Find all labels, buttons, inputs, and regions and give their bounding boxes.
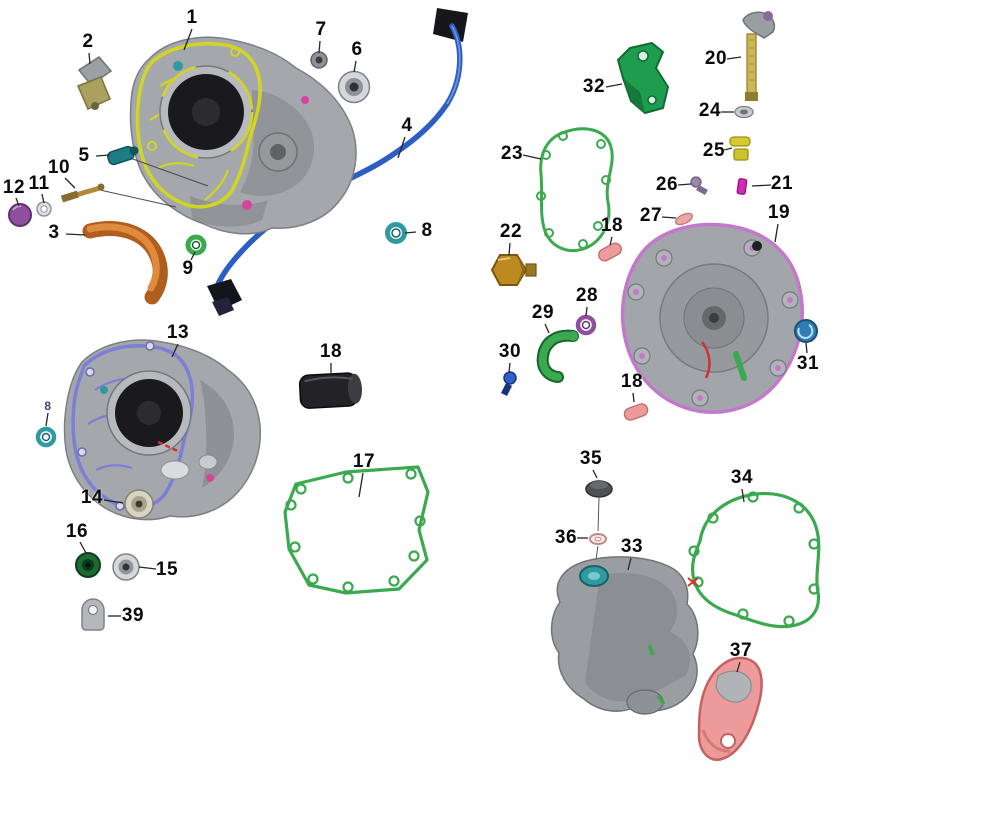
callout-line-17-14 bbox=[358, 472, 364, 498]
part-19-clutch-cover bbox=[620, 222, 804, 414]
callout-line-31-33 bbox=[805, 342, 808, 354]
part-2-sensor bbox=[77, 56, 113, 110]
callout-line-30-34 bbox=[508, 362, 511, 373]
part-8-oring-teal-left bbox=[35, 426, 57, 448]
callout-leader-lines bbox=[15, 28, 808, 673]
callout-line-33-38 bbox=[627, 557, 632, 571]
part-33-side-cover bbox=[550, 556, 699, 715]
callout-line-5-5 bbox=[95, 154, 111, 157]
callout-line-25-23 bbox=[723, 147, 733, 151]
callout-line-35-36 bbox=[592, 469, 598, 479]
part-23-gasket bbox=[536, 127, 614, 253]
part-36-gasket-washer bbox=[589, 533, 607, 545]
part-18-dowel-pink-upper bbox=[598, 242, 622, 262]
callout-line-18-35 bbox=[632, 392, 635, 403]
part-18-dowel-pink-lower bbox=[623, 403, 649, 421]
callout-line-12-8 bbox=[15, 197, 20, 207]
part-3-guide-tube bbox=[82, 221, 168, 305]
part-16-seal-green bbox=[75, 552, 101, 578]
part-9-oring-green bbox=[185, 234, 207, 256]
callout-line-9-10 bbox=[190, 251, 196, 261]
callout-line-20-21 bbox=[726, 56, 742, 60]
part-27-pin-pink bbox=[674, 212, 694, 226]
part-39-bracket-clip bbox=[81, 598, 105, 631]
callout-line-21-26 bbox=[751, 184, 772, 187]
part-12-cap bbox=[8, 203, 32, 227]
callout-line-2-1 bbox=[88, 52, 91, 65]
part-29-lever-green bbox=[536, 329, 579, 383]
part-32-bracket-green bbox=[617, 42, 669, 114]
part-25-spring-collar bbox=[729, 136, 751, 161]
part-13-right-crankcase-half bbox=[63, 339, 262, 521]
part-11-washer bbox=[36, 201, 52, 217]
part-28-oring-purple bbox=[575, 314, 597, 336]
callout-line-22-30 bbox=[508, 242, 511, 256]
callout-line-6-3 bbox=[353, 60, 357, 73]
callout-line-10-6 bbox=[64, 177, 76, 189]
part-7-washer-nut bbox=[310, 51, 328, 69]
callout-line-4-4 bbox=[397, 136, 406, 159]
callout-line-16-17 bbox=[79, 541, 87, 554]
callout-line-1-0 bbox=[183, 28, 193, 51]
part-34-gasket bbox=[687, 491, 821, 629]
callout-line-8-11 bbox=[404, 231, 417, 234]
part-10-long-bolt bbox=[60, 183, 105, 203]
part-30-bolt-blue bbox=[501, 371, 517, 396]
callout-line-8-15 bbox=[45, 412, 49, 427]
callout-line-27-27 bbox=[661, 216, 677, 219]
callout-line-29-32 bbox=[544, 323, 550, 334]
part-26-pin bbox=[690, 176, 708, 195]
part-5-sensor-switch bbox=[107, 145, 139, 166]
part-15-bearing bbox=[112, 553, 140, 581]
part-14-bearing bbox=[124, 489, 154, 519]
callout-line-11-7 bbox=[41, 193, 45, 204]
part-37-cover-pink bbox=[697, 656, 763, 761]
part-18-bushing-black bbox=[298, 372, 363, 409]
part-20-shift-shaft bbox=[742, 11, 776, 101]
part-24-washer bbox=[734, 105, 754, 119]
callout-line-28-31 bbox=[585, 306, 588, 317]
part-6-bearing bbox=[337, 70, 371, 104]
part-35-cap bbox=[585, 480, 613, 498]
part-21-pin-magenta bbox=[736, 178, 748, 195]
callout-line-7-2 bbox=[318, 40, 321, 54]
callout-line-19-29 bbox=[774, 223, 779, 243]
part-17-gasket bbox=[283, 465, 430, 595]
callout-line-26-25 bbox=[677, 183, 692, 186]
callout-line-23-24 bbox=[522, 154, 542, 160]
part-8-oring-teal-right bbox=[385, 222, 407, 244]
part-31-cap-blue bbox=[794, 319, 818, 343]
callout-line-3-9 bbox=[65, 233, 86, 236]
callout-line-14-16 bbox=[103, 499, 124, 504]
callout-line-15-18 bbox=[138, 566, 157, 570]
callout-line-32-20 bbox=[605, 83, 623, 88]
assembly-detail-lines bbox=[594, 497, 600, 567]
callout-line-18-28 bbox=[609, 236, 613, 246]
callout-line-37-40 bbox=[736, 661, 741, 673]
callout-line-13-12 bbox=[171, 343, 179, 358]
part-22-drain-plug-brass bbox=[490, 254, 537, 286]
part-1-left-crankcase-half bbox=[99, 36, 357, 235]
callout-line-34-39 bbox=[741, 488, 745, 503]
